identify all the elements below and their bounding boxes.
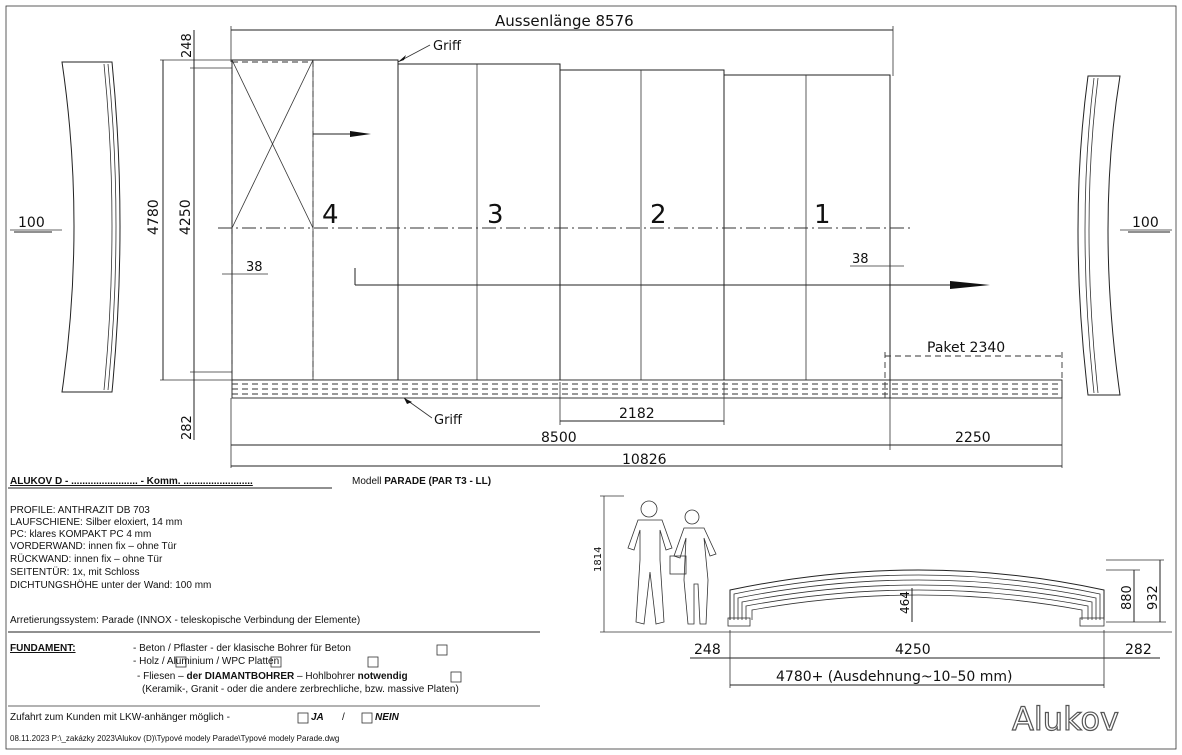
section-dim-248: 248 xyxy=(694,642,721,658)
section-dim-4780: 4780+ (Ausdehnung~10–50 mm) xyxy=(776,669,1012,685)
zufahrt-sep: / xyxy=(342,712,345,723)
back-wall-right xyxy=(1077,75,1172,396)
fundament-line-1: - Beton / Pflaster - der klasische Bohre… xyxy=(133,643,351,654)
paket-dimension xyxy=(884,352,1063,398)
segment-number-2: 2 xyxy=(650,200,667,230)
checkbox-fliesen[interactable] xyxy=(450,671,462,683)
paket-label: Paket 2340 xyxy=(927,340,1005,356)
spec-seitentuer: SEITENTÜR: 1x, mit Schloss xyxy=(10,567,140,578)
outer-length-label: Aussenlänge 8576 xyxy=(495,12,634,30)
right-end-100: 100 xyxy=(1132,215,1159,231)
zufahrt-text: Zufahrt zum Kunden mit LKW-anhänger mögl… xyxy=(10,712,230,723)
checkbox-holz[interactable] xyxy=(175,656,187,668)
bottom-dimensions xyxy=(230,382,1063,468)
dim-2250: 2250 xyxy=(955,430,991,446)
sheet-border xyxy=(5,5,1177,750)
section-dim-282: 282 xyxy=(1125,642,1152,658)
zufahrt-ja: JA xyxy=(311,712,324,723)
spec-dichtungshoehe: DICHTUNGSHÖHE unter der Wand: 100 mm xyxy=(10,580,212,591)
fundament-line-3: - Fliesen – der DIAMANTBOHRER – Hohlbohr… xyxy=(137,671,408,683)
dim-4250: 4250 xyxy=(178,199,194,235)
zufahrt-nein: NEIN xyxy=(375,712,399,723)
checkbox-beton[interactable] xyxy=(436,644,448,656)
fundament-line-3-pre: - Fliesen – xyxy=(137,671,187,682)
left-end-100: 100 xyxy=(18,215,45,231)
spec-vorderwand: VORDERWAND: innen fix – ohne Tür xyxy=(10,541,177,552)
model-prefix: Modell xyxy=(352,476,382,487)
model-value: PARADE (PAR T3 - LL) xyxy=(384,476,492,487)
spec-pc: PC: klares KOMPAKT PC 4 mm xyxy=(10,529,152,540)
dim-38-right: 38 xyxy=(852,252,869,267)
arretierung-line: Arretierungssystem: Parade (INNOX - tele… xyxy=(10,615,361,626)
person-woman-figure xyxy=(669,509,717,625)
dim-2182: 2182 xyxy=(619,406,655,422)
segment-number-4: 4 xyxy=(322,200,339,230)
footer-path: 08.11.2023 P:\_zakázky 2023\Alukov (D)\T… xyxy=(10,734,340,743)
model-line: Modell PARADE (PAR T3 - LL) xyxy=(352,476,491,488)
dim-38-left: 38 xyxy=(246,260,263,275)
dim-4780: 4780 xyxy=(146,199,162,235)
fundament-diamantbohrer: der DIAMANTBOHRER xyxy=(186,671,295,682)
left-vertical-dimensions xyxy=(160,30,232,440)
alukov-logo: Alukov xyxy=(1012,700,1119,738)
segment-3 xyxy=(397,63,561,383)
segment-number-1: 1 xyxy=(814,200,831,230)
spec-rueckwand: RÜCKWAND: innen fix – ohne Tür xyxy=(10,554,163,565)
griff-top-label: Griff xyxy=(433,39,462,54)
section-dim-4250: 4250 xyxy=(895,642,931,658)
fundament-label: FUNDAMENT: xyxy=(10,643,76,654)
section-dim-1814: 1814 xyxy=(593,547,604,572)
dim-8500: 8500 xyxy=(541,430,577,446)
customer-line: ALUKOV D - ........................ - Ko… xyxy=(10,476,253,487)
dim-248: 248 xyxy=(180,33,195,58)
section-view xyxy=(600,495,1172,688)
dim-282: 282 xyxy=(180,415,195,440)
fundament-line-4: (Keramik-, Granit - oder die andere zerb… xyxy=(142,684,459,695)
section-dim-880: 880 xyxy=(1120,585,1135,610)
outer-length-dimension: Aussenlänge 8576 xyxy=(230,12,894,76)
fundament-line-3-mid: – Hohlbohrer xyxy=(294,671,358,682)
checkbox-wpc[interactable] xyxy=(367,656,379,668)
section-dim-932: 932 xyxy=(1146,585,1161,610)
segment-1 xyxy=(723,74,891,383)
checkbox-nein[interactable] xyxy=(361,712,373,724)
griff-bottom-label: Griff xyxy=(434,413,463,428)
checkbox-ja[interactable] xyxy=(297,712,309,724)
fundament-notwendig: notwendig xyxy=(357,671,408,682)
person-man-figure xyxy=(627,500,673,625)
zufahrt-line: Zufahrt zum Kunden mit LKW-anhänger mögl… xyxy=(10,712,230,724)
spec-profile: PROFILE: ANTHRAZIT DB 703 xyxy=(10,505,150,516)
section-dim-464: 464 xyxy=(898,591,912,614)
segment-4 xyxy=(231,59,399,381)
fundament-line-2: - Holz / Aluminium / WPC Platten xyxy=(133,656,280,667)
slide-arrow-short xyxy=(313,131,371,137)
slide-arrow-long xyxy=(354,268,990,289)
dim-10826: 10826 xyxy=(622,452,667,468)
segment-2 xyxy=(559,69,725,383)
rail-band xyxy=(231,379,1063,399)
spec-laufschiene: LAUFSCHIENE: Silber eloxiert, 14 mm xyxy=(10,517,183,528)
checkbox-aluminium[interactable] xyxy=(270,656,282,668)
side-door-outline xyxy=(231,61,314,381)
segment-number-3: 3 xyxy=(487,200,504,230)
front-wall-left xyxy=(10,61,121,393)
